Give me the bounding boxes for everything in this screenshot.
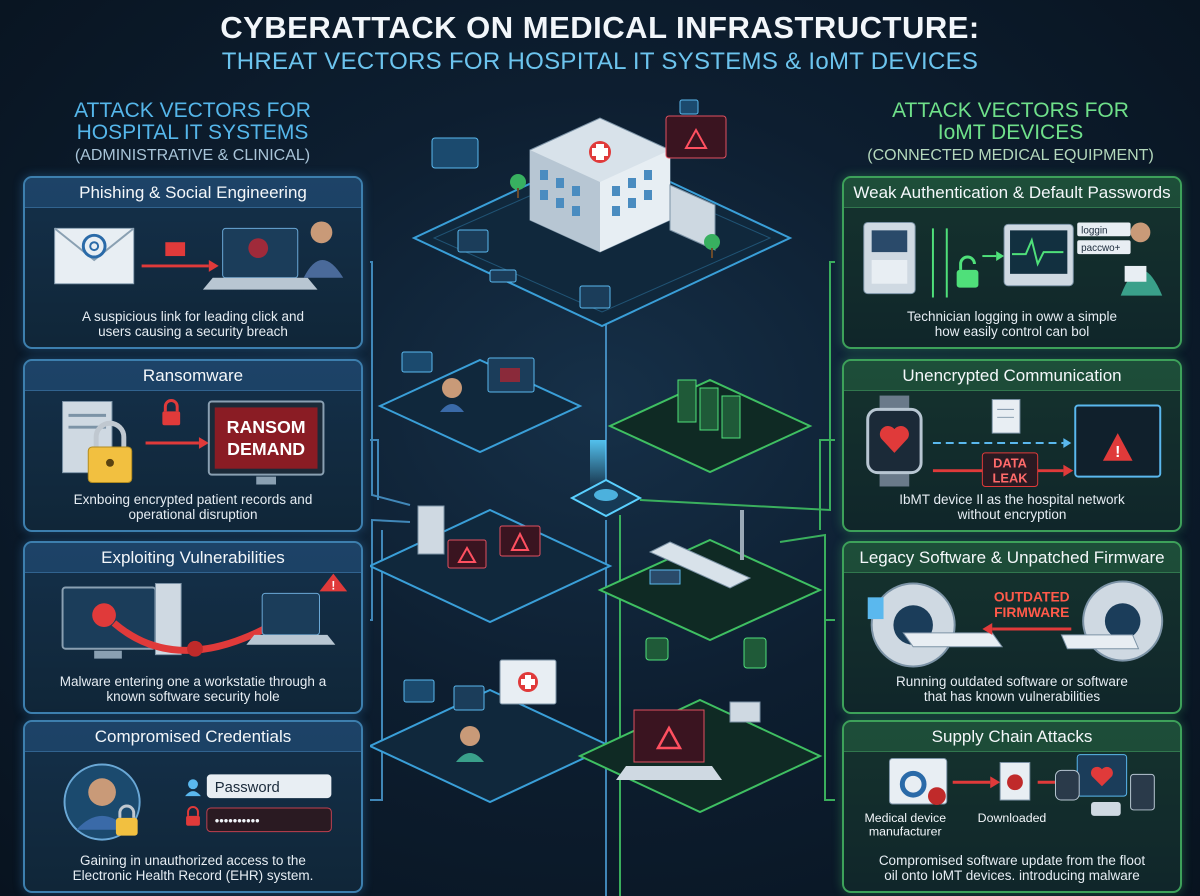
clinical-workstation: [370, 659, 613, 804]
manufacturer-label-line1: Medical device: [864, 811, 946, 825]
panel-description: Technician logging in oww a simple how e…: [906, 309, 1118, 339]
padlock-icon: [87, 420, 133, 484]
ransom-monitor-icon: RANSOM DEMAND: [207, 400, 325, 485]
patient-bed-platform: [597, 510, 823, 642]
technician-avatar-icon: [1120, 222, 1163, 296]
iomt-data-platform: [607, 378, 813, 474]
downloaded-label: Downloaded: [978, 811, 1047, 825]
email-envelope-icon: [54, 227, 135, 285]
page-subtitle: THREAT VECTORS FOR HOSPITAL IT SYSTEMS &…: [221, 48, 979, 75]
panel-supply-chain: Supply Chain Attacks Medical device manu…: [842, 720, 1182, 893]
masked-password-field: [206, 807, 332, 833]
ransomware-illustration: RANSOM DEMAND: [62, 399, 325, 485]
svg-text:!: !: [331, 578, 335, 592]
panel-description: Running outdated software or software th…: [896, 674, 1128, 704]
panel-compromised-credentials: Compromised Credentials Password •••••••…: [23, 720, 363, 893]
document-icon: [991, 399, 1021, 434]
panel-weak-authentication: Weak Authentication & Default Passwords …: [842, 176, 1182, 349]
panel-description: Compromised software update from the flo…: [878, 853, 1146, 883]
lock-field-icon: [186, 806, 200, 826]
iomt-devices-icon: [1054, 754, 1155, 816]
hospital-network-illustration: [370, 99, 835, 896]
panel-title: Phishing & Social Engineering: [25, 178, 361, 208]
infusion-pump-icon: [863, 221, 916, 295]
panel-description: Malware entering one a workstatie throug…: [59, 674, 327, 704]
panel-title: Exploiting Vulnerabilities: [25, 543, 361, 573]
weak-auth-illustration: loggin paccwo+: [863, 221, 1163, 298]
panel-description: IbMT device Il as the hospital network w…: [899, 492, 1125, 522]
data-leak-tag: [981, 452, 1039, 487]
hospital-building: [411, 99, 793, 328]
right-heading-line1: ATTACK VECTORS FOR: [892, 99, 1129, 122]
ct-scanner-icon: [1060, 580, 1164, 662]
target-laptop-icon: [246, 592, 336, 645]
right-heading-line2: IoMT DEVICES: [937, 121, 1084, 144]
manufacturer-label-line2: manufacturer: [869, 825, 942, 839]
panel-exploiting-vulnerabilities: Exploiting Vulnerabilities ! Malware ent…: [23, 541, 363, 714]
malware-bug-icon: [187, 640, 203, 657]
warning-icon: [319, 573, 348, 592]
user-avatar-icon: [303, 221, 344, 278]
data-leak-line1: DATA: [993, 456, 1027, 471]
ransom-sign-line1: RANSOM: [227, 417, 306, 437]
left-heading-line1: ATTACK VECTORS FOR: [74, 99, 311, 122]
lock-badge-icon: [115, 804, 138, 836]
right-subheading: (CONNECTED MEDICAL EQUIPMENT): [867, 147, 1154, 164]
panel-description: A suspicious link for leading click and …: [81, 309, 305, 339]
outdated-line1: OUTDATED: [994, 588, 1070, 604]
left-column-heading: ATTACK VECTORS FOR HOSPITAL IT SYSTEMS (…: [20, 100, 365, 165]
panel-title: Compromised Credentials: [25, 722, 361, 752]
panel-title: Weak Authentication & Default Passwords: [844, 178, 1180, 208]
server-workstation: [370, 505, 613, 624]
panel-title: Legacy Software & Unpatched Firmware: [844, 543, 1180, 573]
panel-phishing: Phishing & Social Engineering A suspicio…: [23, 176, 363, 349]
unencrypted-illustration: DATA LEAK !: [866, 395, 1162, 487]
phishing-illustration: [54, 221, 344, 290]
panel-title: Supply Chain Attacks: [844, 722, 1180, 752]
left-subheading: (ADMINISTRATIVE & CLINICAL): [74, 147, 311, 164]
mri-scanner-icon: [867, 582, 1004, 668]
panel-description: Exnboing encrypted patient records and o…: [73, 492, 313, 522]
small-lock-icon: [162, 399, 181, 426]
login-field: [1077, 222, 1131, 237]
panel-description: Gaining in unauthorized access to the El…: [72, 853, 314, 883]
panel-unencrypted-communication: Unencrypted Communication DATA LEAK ! Ib…: [842, 359, 1182, 532]
patient-monitor-icon: [1003, 223, 1074, 287]
code-monitor-icon: !: [1074, 404, 1162, 478]
left-heading-line2: HOSPITAL IT SYSTEMS: [76, 121, 309, 144]
manufacturer-gear-icon: [888, 758, 948, 805]
data-leak-line2: LEAK: [993, 471, 1029, 486]
legacy-firmware-illustration: OUTDATED FIRMWARE: [867, 580, 1164, 668]
vulnerability-illustration: !: [61, 573, 348, 659]
laptop-platform: [577, 637, 823, 814]
password-text: paccwo+: [1081, 243, 1120, 254]
outdated-line2: FIRMWARE: [994, 604, 1069, 620]
masked-password: ••••••••••: [215, 813, 260, 828]
svg-text:!: !: [1115, 444, 1120, 461]
padlock-open-icon: [956, 255, 979, 288]
right-column-heading: ATTACK VECTORS FOR IoMT DEVICES (CONNECT…: [838, 100, 1183, 165]
panel-title: Ransomware: [25, 361, 361, 391]
password-label-field: [206, 774, 332, 799]
page-header: CYBERATTACK ON MEDICAL INFRASTRUCTURE: T…: [0, 10, 1200, 76]
panel-legacy-software: Legacy Software & Unpatched Firmware OUT…: [842, 541, 1182, 714]
user-field-icon: [185, 779, 201, 797]
supply-chain-illustration: Medical device manufacturer Downloaded: [864, 754, 1155, 839]
malicious-mail-icon: [165, 242, 186, 257]
ransom-sign-line2: DEMAND: [227, 439, 305, 459]
password-field: [1077, 240, 1131, 255]
laptop-icon: [202, 227, 318, 290]
password-label: Password: [215, 780, 280, 796]
admin-workstation: [377, 351, 583, 454]
smartwatch-icon: [866, 395, 923, 487]
panel-ransomware: Ransomware RANSOM DEMAND Exnboing encryp…: [23, 359, 363, 532]
credentials-illustration: Password ••••••••••: [63, 763, 332, 841]
panel-title: Unencrypted Communication: [844, 361, 1180, 391]
downloaded-file-icon: [999, 762, 1031, 801]
page-title: CYBERATTACK ON MEDICAL INFRASTRUCTURE:: [220, 10, 980, 45]
login-text: loggin: [1081, 225, 1107, 236]
network-hub: [569, 440, 643, 518]
